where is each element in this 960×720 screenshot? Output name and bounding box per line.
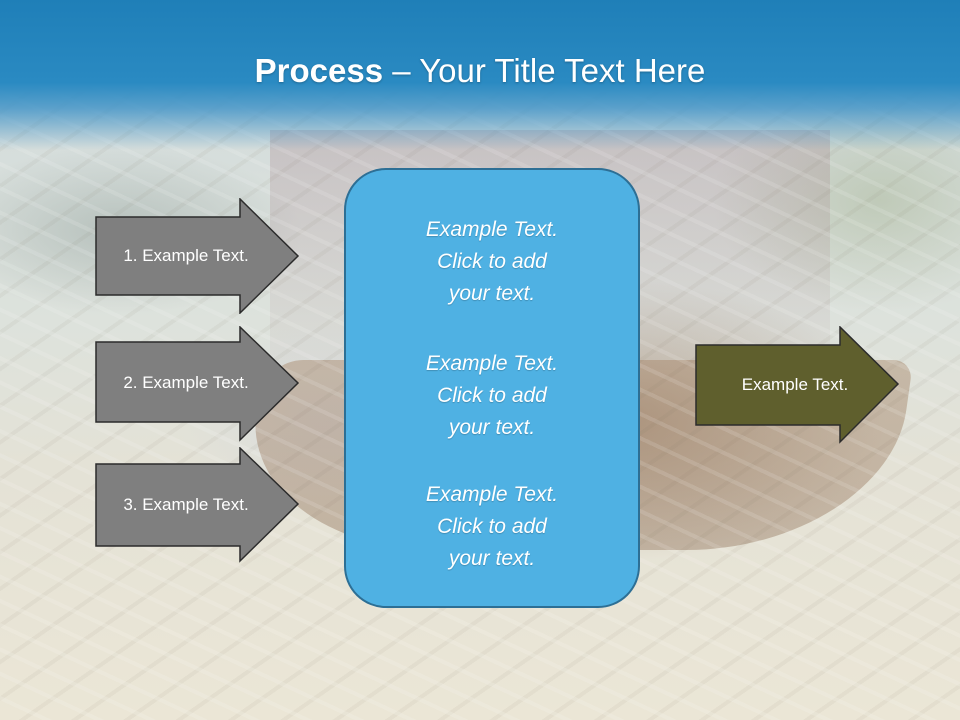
slide-title[interactable]: Process – Your Title Text Here	[0, 52, 960, 90]
output-arrow-shape	[695, 326, 900, 444]
step-arrow-1-label: 1. Example Text.	[123, 246, 249, 265]
title-bar: Process – Your Title Text Here	[0, 0, 960, 150]
step-arrow-3-shape	[95, 447, 300, 563]
center-block-1-line-3: your text.	[448, 282, 536, 305]
output-arrow-label: Example Text.	[741, 375, 849, 394]
step-arrow-2-shape	[95, 326, 300, 442]
center-block-1-line-2: Click to add	[437, 250, 547, 273]
step-arrow-3[interactable]: 3. Example Text.	[95, 447, 300, 563]
center-block-3-line-3: your text.	[448, 547, 536, 570]
step-arrow-1[interactable]: 1. Example Text.	[95, 198, 300, 314]
step-arrow-3-label: 3. Example Text.	[123, 495, 249, 514]
slide-title-rest: – Your Title Text Here	[383, 52, 706, 89]
center-block-2-line-3: your text.	[448, 416, 536, 439]
center-text-box[interactable]: Example Text. Click to add your text. Ex…	[344, 168, 640, 608]
center-text-block-3: Example Text. Click to add your text.	[346, 479, 638, 575]
center-block-3-line-1: Example Text.	[425, 483, 559, 506]
step-arrow-2-label: 2. Example Text.	[123, 373, 249, 392]
center-block-2-line-1: Example Text.	[425, 352, 559, 375]
center-block-2-line-2: Click to add	[437, 384, 547, 407]
center-text-block-1: Example Text. Click to add your text.	[346, 214, 638, 310]
step-arrow-2[interactable]: 2. Example Text.	[95, 326, 300, 442]
output-arrow[interactable]: Example Text.	[695, 326, 901, 444]
center-block-3-line-2: Click to add	[437, 515, 547, 538]
center-text-block-2: Example Text. Click to add your text.	[346, 348, 638, 444]
step-arrow-1-shape	[95, 198, 300, 314]
center-block-1-line-1: Example Text.	[425, 218, 559, 241]
slide-title-bold: Process	[254, 52, 384, 89]
